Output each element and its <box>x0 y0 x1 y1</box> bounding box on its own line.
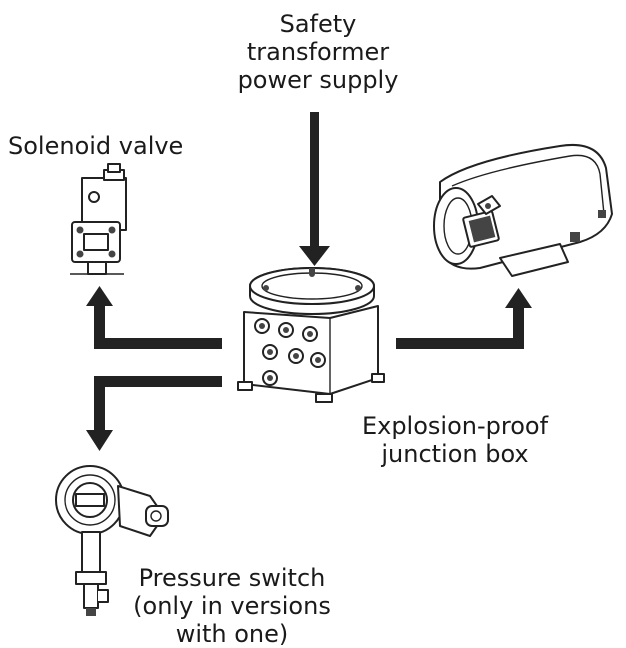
label-solenoid-valve: Solenoid valve <box>8 132 208 160</box>
label-power-supply: Safety transformer power supply <box>208 10 428 94</box>
label-power-supply-line: Safety <box>279 10 357 38</box>
label-junction-box: Explosion-proof junction box <box>350 412 560 468</box>
label-pressure-switch-line: (only in versions <box>133 592 331 620</box>
label-junction-box-line: junction box <box>381 440 529 468</box>
junction-box-icon <box>237 267 385 403</box>
solenoid-valve-icon <box>70 163 127 275</box>
label-solenoid-valve-line: Solenoid valve <box>8 132 184 160</box>
label-pressure-switch: Pressure switch (only in versions with o… <box>122 564 342 648</box>
label-pressure-switch-line: with one) <box>175 620 289 648</box>
arrow-supply-to-junction <box>299 112 330 266</box>
arrow-junction-to-solenoid <box>86 286 222 349</box>
pressure-switch-icon <box>55 465 169 616</box>
camera-housing-icon <box>433 144 613 277</box>
label-power-supply-line: transformer <box>246 38 390 66</box>
label-pressure-switch-line: Pressure switch <box>138 564 326 592</box>
label-power-supply-line: power supply <box>237 66 399 94</box>
label-junction-box-line: Explosion-proof <box>361 412 549 440</box>
arrow-junction-to-camera <box>396 288 532 349</box>
arrow-junction-to-pressure <box>86 376 222 451</box>
